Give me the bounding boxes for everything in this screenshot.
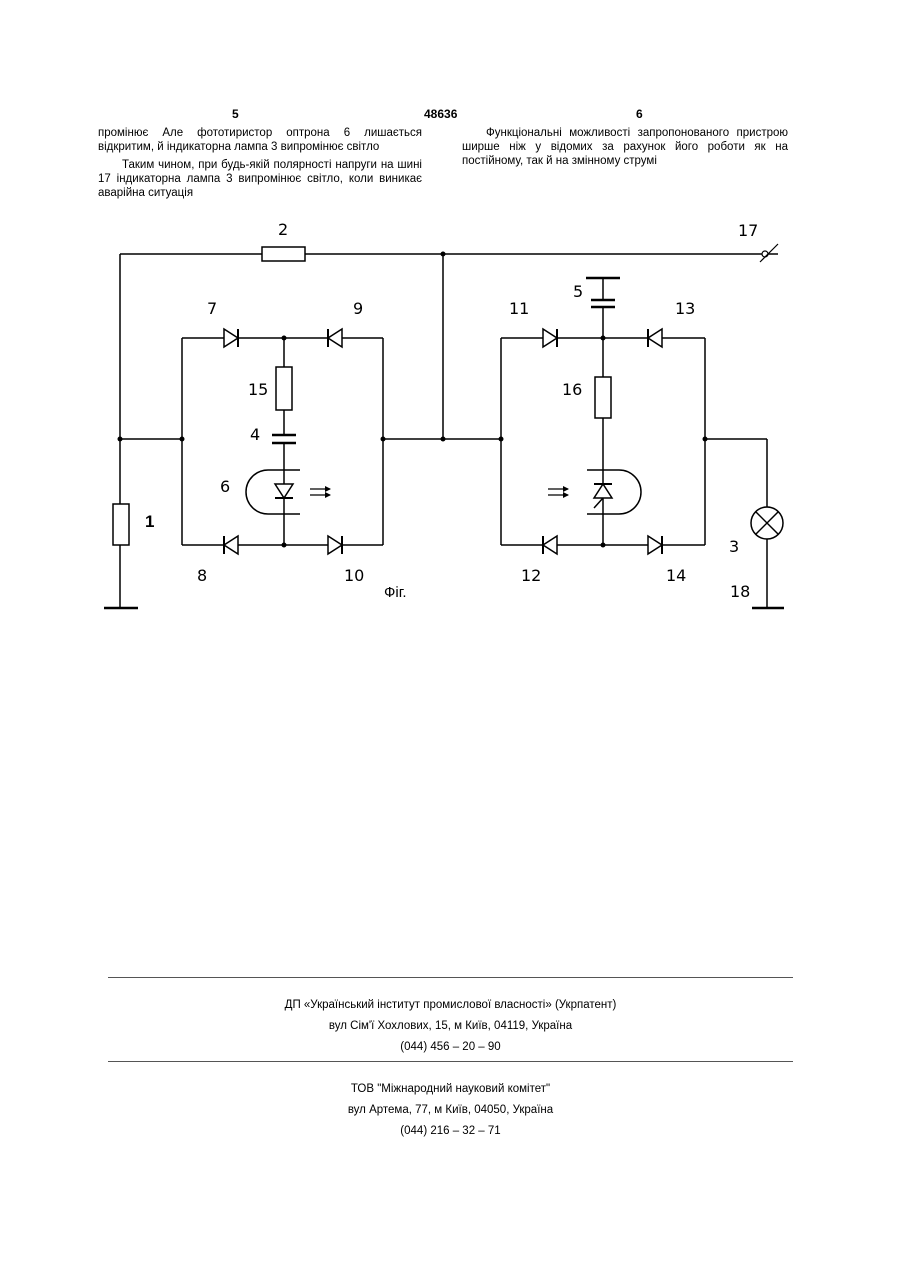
footer-divider-middle <box>108 1061 793 1062</box>
label-6: 6 <box>220 477 230 496</box>
label-11: 11 <box>509 299 529 318</box>
label-2: 2 <box>278 220 288 239</box>
label-14: 14 <box>666 566 686 585</box>
footer-divider-top <box>108 977 793 978</box>
label-18: 18 <box>730 582 750 601</box>
label-1: 1 <box>145 512 154 532</box>
label-15: 15 <box>248 380 268 399</box>
committee-name: ТОВ "Міжнародний науковий комітет" <box>108 1079 793 1100</box>
ukrpatent-address: вул Сім'ї Хохлових, 15, м Київ, 04119, У… <box>108 1016 793 1037</box>
figure-caption: Фіг. <box>384 584 407 601</box>
label-7: 7 <box>207 299 217 318</box>
label-9: 9 <box>353 299 363 318</box>
footer-ukrpatent: ДП «Український інститут промислової вла… <box>108 995 793 1058</box>
label-3: 3 <box>729 537 739 556</box>
label-13: 13 <box>675 299 695 318</box>
ukrpatent-phone: (044) 456 – 20 – 90 <box>108 1037 793 1058</box>
committee-phone: (044) 216 – 32 – 71 <box>108 1121 793 1142</box>
label-17: 17 <box>738 221 758 240</box>
label-12: 12 <box>521 566 541 585</box>
label-10: 10 <box>344 566 364 585</box>
footer-committee: ТОВ "Міжнародний науковий комітет" вул А… <box>108 1079 793 1142</box>
label-16: 16 <box>562 380 582 399</box>
ukrpatent-name: ДП «Український інститут промислової вла… <box>108 995 793 1016</box>
committee-address: вул Артема, 77, м Київ, 04050, Україна <box>108 1100 793 1121</box>
label-4: 4 <box>250 425 260 444</box>
label-8: 8 <box>197 566 207 585</box>
label-5: 5 <box>573 282 583 301</box>
